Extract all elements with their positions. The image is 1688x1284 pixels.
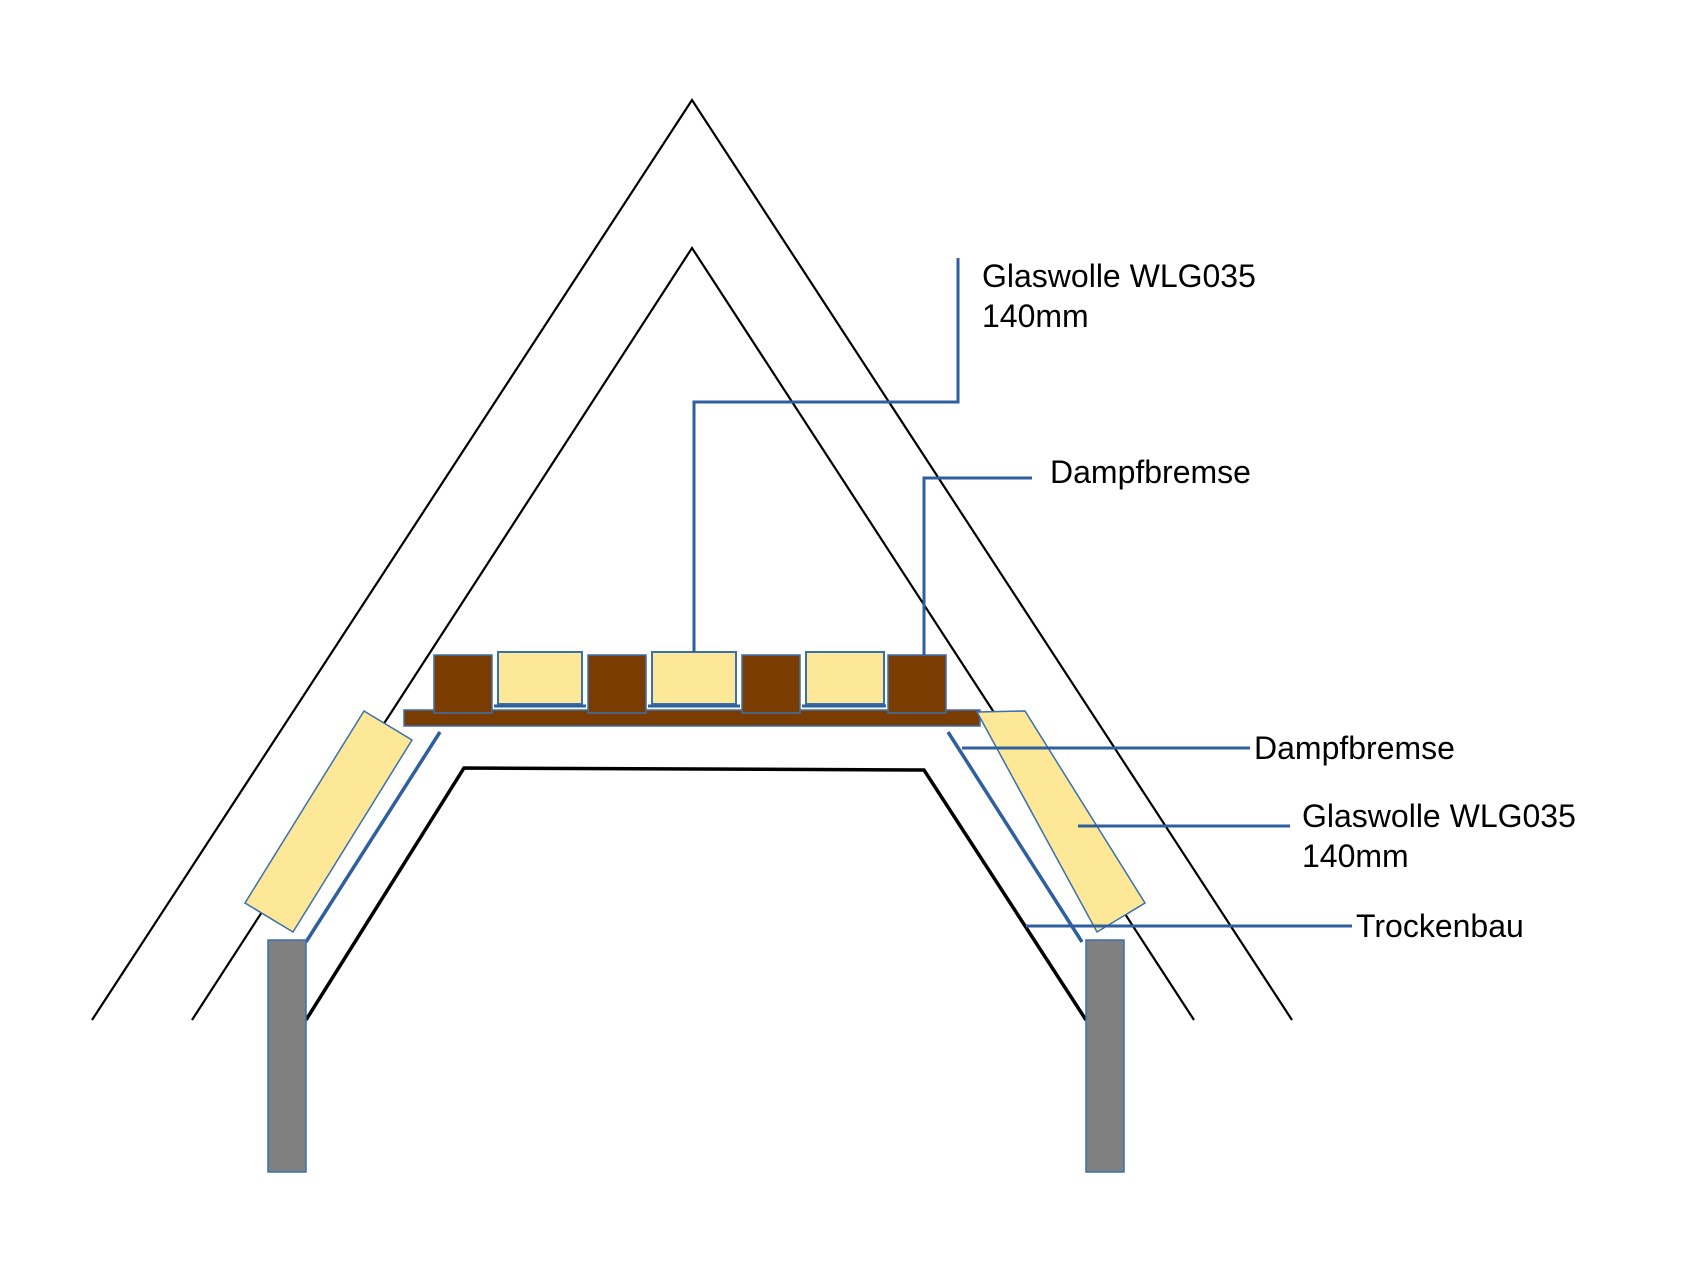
ceiling-joist [587, 654, 647, 714]
label-glaswolle-side-line2: 140mm [1302, 838, 1409, 874]
left-slope-vapor-barrier [304, 731, 442, 943]
ceiling-insulation [497, 651, 583, 705]
label-dampfbremse-top: Dampfbremse [1050, 454, 1251, 490]
ceiling-joist [741, 654, 801, 714]
right-slope-vapor-barrier [946, 731, 1084, 943]
left-slope-insulation [243, 709, 414, 934]
label-glaswolle-side: Glaswolle WLG035 140mm [1302, 796, 1576, 876]
ceiling-insulation [805, 651, 885, 705]
ceiling-joist [433, 654, 493, 714]
ceiling-joist [887, 654, 947, 714]
label-dampfbremse-side: Dampfbremse [1254, 730, 1455, 766]
right-slope-insulation [975, 710, 1147, 934]
label-glaswolle-top-line1: Glaswolle WLG035 [982, 258, 1256, 294]
label-glaswolle-side-line1: Glaswolle WLG035 [1302, 798, 1576, 834]
drywall-outline [304, 766, 1088, 1021]
ceiling-insulation [651, 651, 737, 705]
label-glaswolle-top: Glaswolle WLG035 140mm [982, 256, 1256, 336]
label-trockenbau: Trockenbau [1356, 908, 1524, 944]
label-glaswolle-top-line2: 140mm [982, 298, 1089, 334]
leader-dampfbremse-top [922, 476, 1032, 655]
outer-roof-line [91, 97, 1293, 1021]
left-wall [267, 939, 307, 1173]
right-wall [1085, 939, 1125, 1173]
leader-glaswolle-top [692, 258, 960, 652]
